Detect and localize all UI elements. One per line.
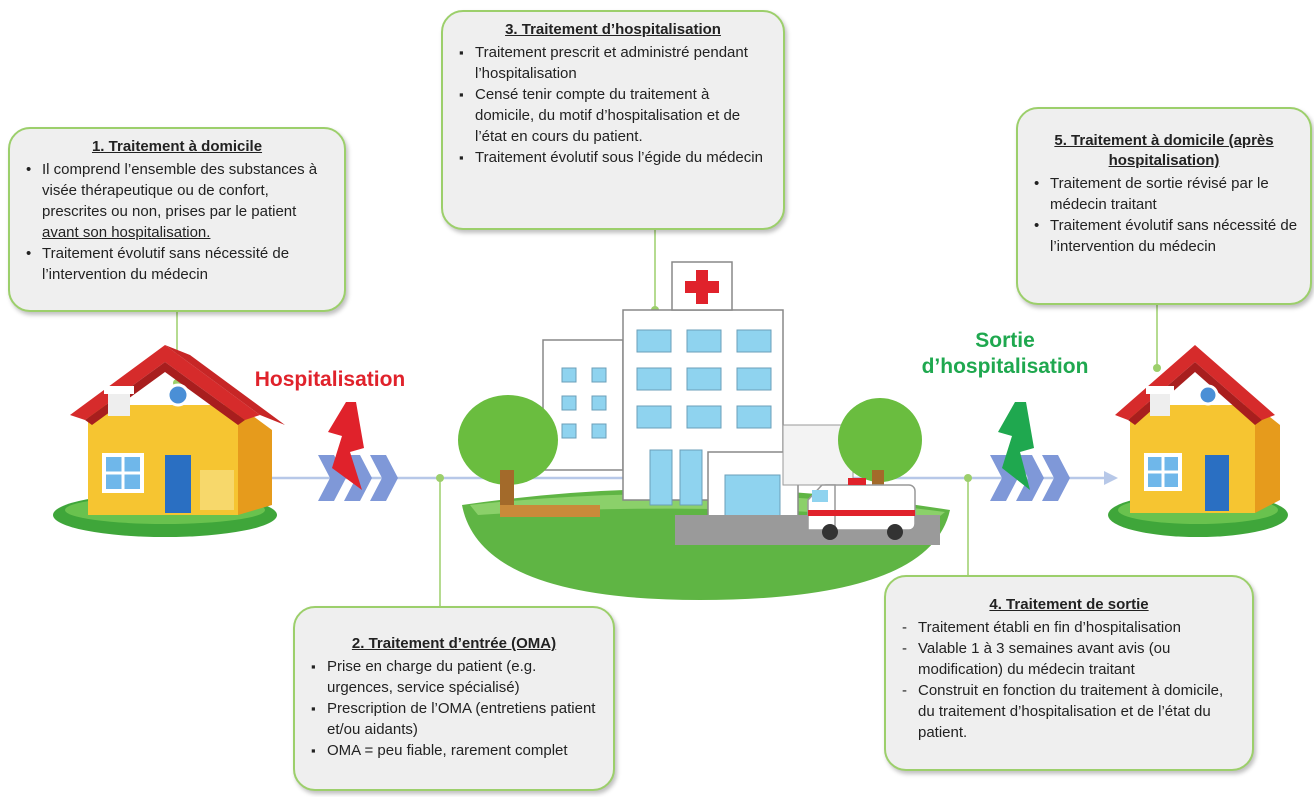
box3-item: Traitement prescrit et administré pendan… <box>455 42 771 84</box>
timeline-arrowhead <box>1104 471 1118 485</box>
sortie-label: Sortie d’hospitalisation <box>921 329 1089 378</box>
hospitalisation-label: Hospitalisation <box>254 368 406 391</box>
box1-underlined: avant son hospitalisation. <box>42 224 211 241</box>
box2-item: OMA = peu fiable, rarement complet <box>307 740 601 761</box>
box-traitement-sortie: 4. Traitement de sortie Traitement établ… <box>884 575 1254 771</box>
box-traitement-domicile-apres: 5. Traitement à domicile (après hospital… <box>1016 107 1312 305</box>
box5-item: Traitement de sortie révisé par le médec… <box>1030 173 1298 215</box>
house-icon <box>1108 345 1288 537</box>
ambulance-icon <box>807 478 916 540</box>
box1-item: Traitement évolutif sans nécessité de l’… <box>22 243 332 285</box>
box1-title: 1. Traitement à domicile <box>91 138 263 155</box>
hospital-icon <box>458 261 950 600</box>
box-traitement-domicile: 1. Traitement à domicile Il comprend l’e… <box>8 127 346 312</box>
connector-dot <box>1153 364 1161 372</box>
chevron-arrows-icon <box>990 455 1070 501</box>
lightning-icon <box>998 402 1034 490</box>
box3-item: Traitement évolutif sous l’égide du méde… <box>455 147 771 168</box>
box4-item: Traitement établi en fin d’hospitalisati… <box>898 617 1240 638</box>
lightning-icon <box>328 402 364 490</box>
box4-title: 4. Traitement de sortie <box>989 596 1149 613</box>
box1-item: Il comprend l’ensemble des substances à … <box>22 159 332 243</box>
connector-dot <box>436 474 444 482</box>
house-icon <box>53 345 285 537</box>
box3-item: Censé tenir compte du traitement à domic… <box>455 84 771 147</box>
box2-item: Prescription de l’OMA (entretiens patien… <box>307 698 601 740</box>
box4-item: Valable 1 à 3 semaines avant avis (ou mo… <box>898 638 1240 680</box>
box3-title: 3. Traitement d’hospitalisation <box>505 21 721 38</box>
box2-title: 2. Traitement d’entrée (OMA) <box>351 635 557 652</box>
box2-item: Prise en charge du patient (e.g. urgence… <box>307 656 601 698</box>
box4-item: Construit en fonction du traitement à do… <box>898 680 1240 743</box>
box-traitement-hospitalisation: 3. Traitement d’hospitalisation Traiteme… <box>441 10 785 230</box>
box-traitement-entree: 2. Traitement d’entrée (OMA) Prise en ch… <box>293 606 615 791</box>
box5-title: 5. Traitement à domicile (après hospital… <box>1054 132 1274 169</box>
connector-dot <box>964 474 972 482</box>
box5-item: Traitement évolutif sans nécessité de l’… <box>1030 215 1298 257</box>
